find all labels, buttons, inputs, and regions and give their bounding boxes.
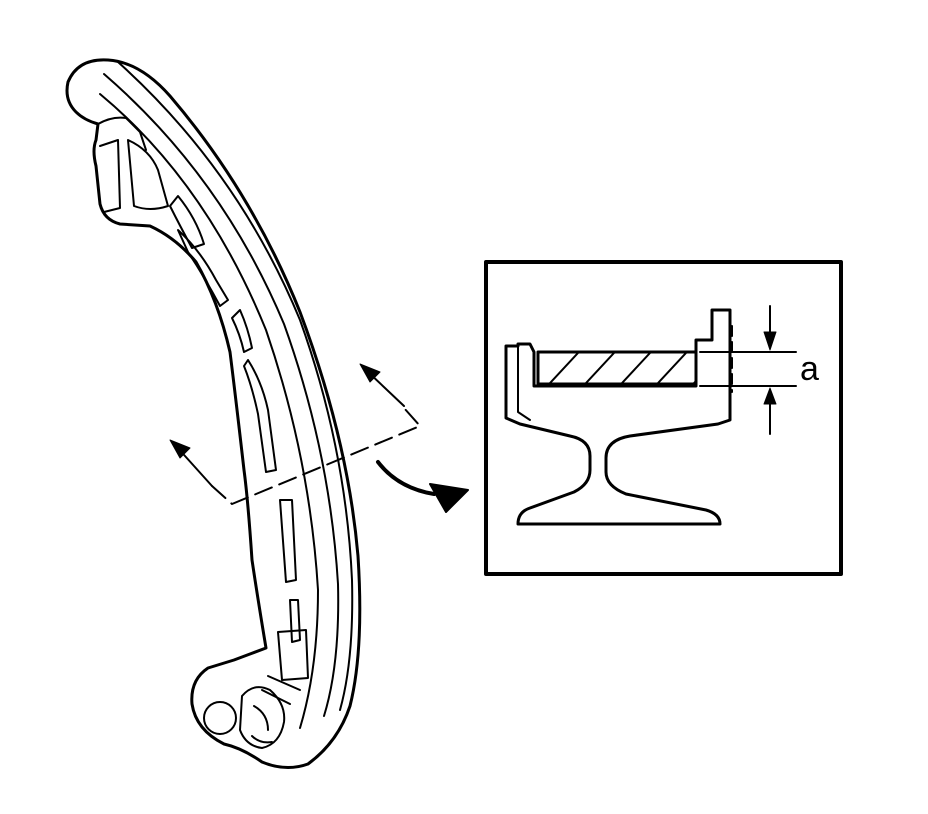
dimension-label-a: a [800,350,819,388]
rib-window-4 [279,499,297,583]
bottom-web [261,675,301,705]
lining-hatch [540,352,696,384]
callout-arrow-shaft [376,460,436,496]
callout-arrow [376,460,469,513]
section-arrow-right-head [359,363,381,383]
top-window-2 [169,195,205,249]
flange-inner-line [517,345,531,421]
guide-surface-line-3 [99,93,319,729]
cross-section-profile [504,308,732,526]
chain-guide-part [65,58,362,769]
detail-view: a [484,260,843,576]
rib-window-3 [243,359,277,473]
mounting-hole [203,701,237,735]
bottom-clip [277,629,309,681]
dimension-a: a [699,305,819,435]
boss-detail [251,705,273,744]
dim-arrow-upper-head [763,331,777,351]
rib-window-2 [231,309,253,353]
top-hook [97,116,147,151]
guide-surface-line-1 [117,61,354,711]
section-line-group [169,363,421,505]
wear-lining [536,350,698,386]
bottom-boss-outline [239,686,286,749]
dim-arrow-lower-head [763,387,777,405]
top-clip-slot [99,139,121,213]
section-cut-line [211,407,421,505]
rib-window-5 [289,599,301,643]
chain-guide-outline [65,58,362,769]
detail-box [484,260,843,576]
guide-surface-line-2 [103,73,340,717]
section-arrow-left-head [169,439,191,459]
rib-window-1 [177,229,229,307]
top-window-1 [127,139,169,210]
callout-arrow-head [429,483,469,513]
